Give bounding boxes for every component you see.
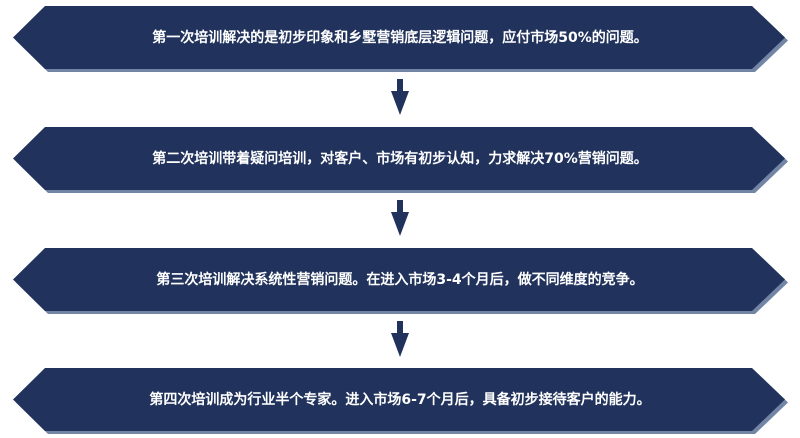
step-4-box bbox=[13, 368, 785, 431]
step-2-box bbox=[13, 127, 785, 190]
down-arrow-icon bbox=[391, 200, 409, 236]
step-2-text: 第二次培训带着疑问培训，对客户、市场有初步认知，力求解决70%营销问题。 bbox=[152, 151, 648, 167]
step-1-box bbox=[13, 6, 785, 69]
down-arrow-icon bbox=[391, 79, 409, 115]
down-arrow-icon bbox=[391, 321, 409, 357]
step-4-text: 第四次培训成为行业半个专家。进入市场6-7个月后，具备初步接待客户的能力。 bbox=[149, 392, 651, 408]
step-3-text: 第三次培训解决系统性营销问题。在进入市场3-4个月后，做不同维度的竞争。 bbox=[156, 272, 644, 288]
step-1-text: 第一次培训解决的是初步印象和乡墅营销底层逻辑问题，应付市场50%的问题。 bbox=[152, 30, 648, 46]
step-3-box bbox=[13, 248, 785, 311]
